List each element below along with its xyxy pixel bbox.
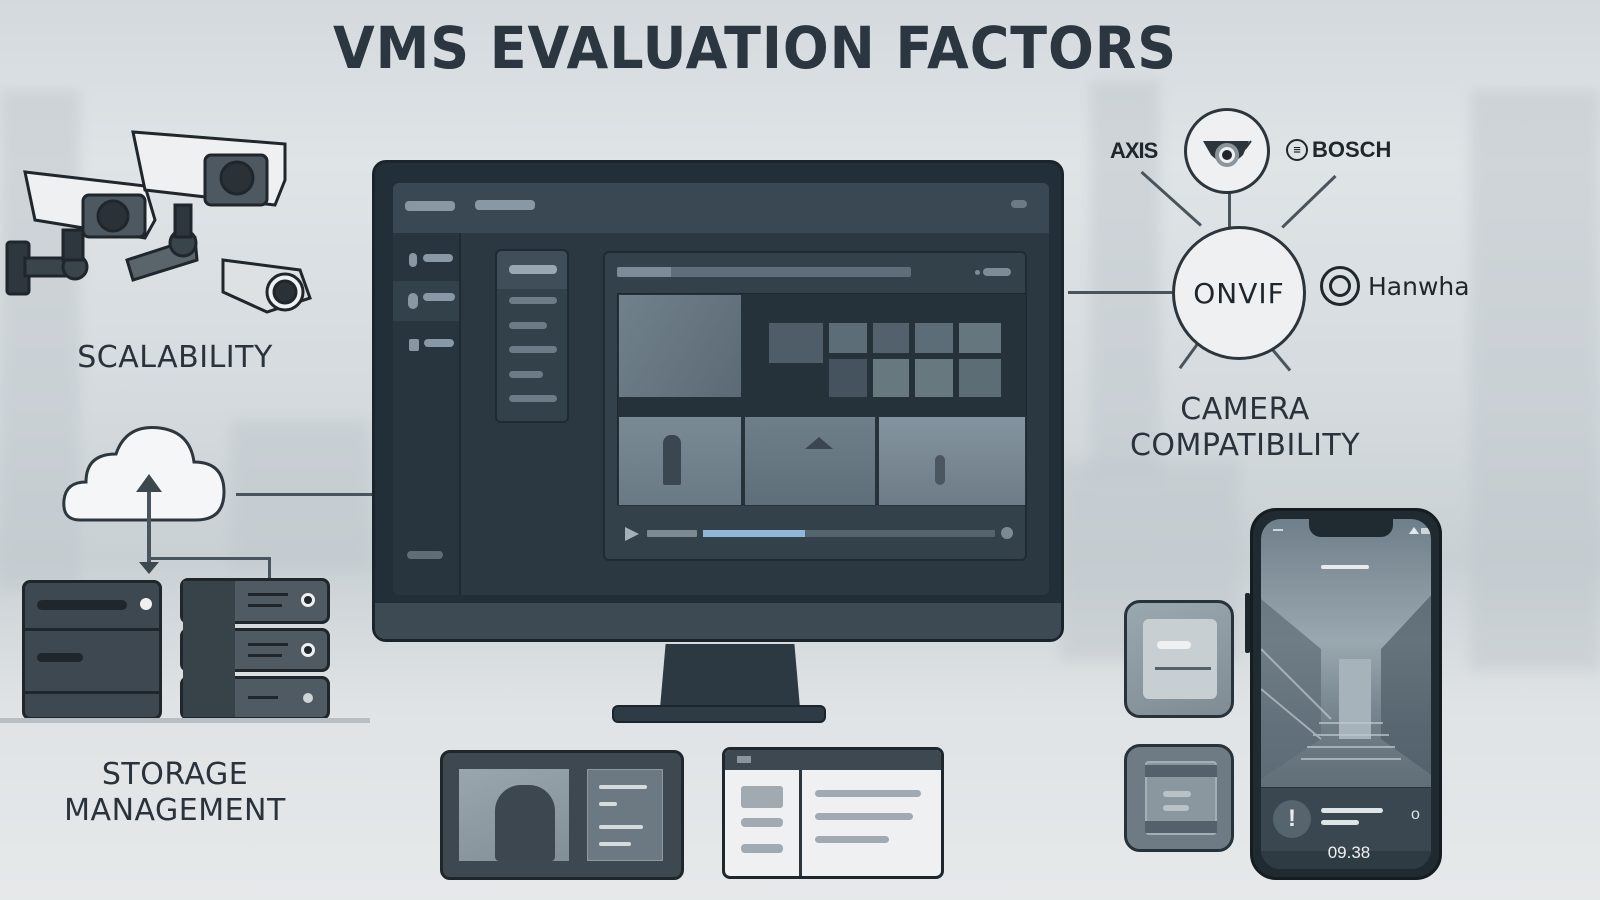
arrow-up-icon <box>136 474 162 492</box>
battery-icon <box>1421 528 1431 534</box>
monitor-stand <box>660 644 800 708</box>
signal-icon <box>1409 527 1419 534</box>
camera-feed[interactable] <box>878 416 1026 506</box>
phone-notch <box>1309 519 1393 537</box>
menu-item[interactable] <box>509 297 557 304</box>
window-button[interactable] <box>1011 200 1027 208</box>
menu-item[interactable] <box>509 322 547 329</box>
alert-notification[interactable]: ! o <box>1261 787 1431 851</box>
axis-logo: AXIS <box>1110 138 1158 163</box>
person-silhouette <box>495 785 555 861</box>
app-icon-floorplan[interactable] <box>1124 600 1234 718</box>
scalability-label: SCALABILITY <box>77 340 273 375</box>
mobile-live-view[interactable]: ! o 09.38 <box>1261 519 1431 869</box>
play-icon[interactable] <box>625 527 639 541</box>
camera-icon <box>409 253 417 267</box>
camera-feed[interactable] <box>618 294 742 398</box>
compatibility-label-1: CAMERA <box>1180 392 1310 427</box>
compatibility-label-2: COMPATIBILITY <box>1129 428 1361 463</box>
camera-feed[interactable] <box>872 322 910 354</box>
volume-knob[interactable] <box>1001 527 1013 539</box>
menu-item[interactable] <box>509 395 557 402</box>
camera-feed[interactable] <box>828 358 868 398</box>
sidebar-item-files[interactable] <box>393 329 459 369</box>
onvif-logo: ONVIF <box>1193 276 1285 310</box>
server-rack <box>180 578 330 722</box>
menu-item[interactable] <box>509 371 543 378</box>
camera-feed[interactable] <box>872 358 910 398</box>
cloud-upload-icon <box>60 420 230 530</box>
phone-time: 09.38 <box>1327 843 1371 862</box>
dome-camera-icon <box>1184 108 1270 194</box>
storage-label-1: STORAGE <box>101 757 249 792</box>
dashboard-header <box>461 183 1049 233</box>
camera-feed[interactable] <box>958 322 1002 354</box>
camera-feed[interactable] <box>744 416 876 506</box>
monitor-base <box>612 705 826 723</box>
sidebar-item-users[interactable] <box>393 281 459 321</box>
server-tower <box>22 580 162 720</box>
bosch-icon: ≡ <box>1286 139 1308 161</box>
app-icon-logs[interactable] <box>1124 744 1234 852</box>
camera-feed[interactable] <box>828 322 868 354</box>
camera-feed[interactable] <box>914 358 954 398</box>
timeline-scrubber[interactable] <box>703 530 995 537</box>
page-title: VMS EVALUATION FACTORS <box>332 14 1178 82</box>
video-panel <box>603 251 1027 561</box>
camera-feed[interactable] <box>958 358 1002 398</box>
hanwha-icon <box>1320 266 1360 306</box>
alert-icon: ! <box>1273 800 1311 838</box>
user-icon <box>408 293 418 309</box>
menu-panel <box>495 249 569 423</box>
onvif-hub: ONVIF <box>1172 226 1306 360</box>
sidebar-item-cameras[interactable] <box>393 233 459 281</box>
storage-label-2: MANAGEMENT <box>64 793 286 828</box>
vms-dashboard <box>393 183 1049 595</box>
menu-item[interactable] <box>509 346 557 353</box>
bosch-logo: ≡ BOSCH <box>1286 137 1391 163</box>
status-led <box>140 598 152 610</box>
alert-status: o <box>1411 806 1420 823</box>
cctv-cameras-icon <box>5 120 315 320</box>
laptop-window <box>722 747 944 879</box>
mobile-phone: ! o 09.38 <box>1245 508 1442 880</box>
arrow-down-icon <box>139 562 159 574</box>
vms-monitor <box>372 160 1064 642</box>
menu-item[interactable] <box>509 265 557 274</box>
camera-feed[interactable] <box>618 416 742 506</box>
camera-feed[interactable] <box>914 322 954 354</box>
hanwha-logo: Hanwha <box>1320 266 1470 306</box>
tablet-device <box>440 750 684 880</box>
file-icon <box>409 339 419 351</box>
camera-feed[interactable] <box>768 322 824 364</box>
